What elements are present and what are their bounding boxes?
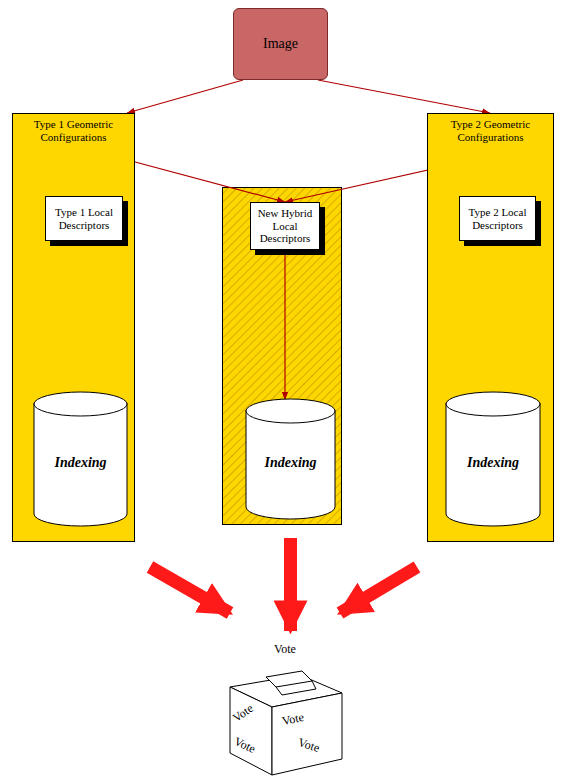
descriptor-box: Type 2 Local Descriptors [459, 196, 536, 241]
panel-title: Type 2 Geometric Configurations [428, 114, 553, 147]
node-label: Image [263, 36, 298, 52]
config-panel: Type 1 Geometric ConfigurationsType 1 Lo… [12, 113, 135, 542]
image-box: Image [233, 8, 328, 80]
cylinder-top [446, 392, 540, 416]
descriptor-box: Type 1 Local Descriptors [45, 196, 123, 241]
node-label: New Hybrid Local Descriptors [254, 207, 316, 245]
ballot-face [272, 693, 342, 775]
node-label: Vote [222, 643, 348, 657]
index-cylinder: Indexing [245, 398, 336, 520]
cylinder-body [34, 403, 127, 526]
ballot-slot [266, 671, 312, 687]
vote-arrow [340, 567, 417, 613]
config-panel: Type 2 Geometric ConfigurationsType 2 Lo… [427, 113, 554, 542]
cylinder-body [446, 403, 540, 526]
cylinder-top [34, 392, 127, 416]
vote-arrow [150, 567, 230, 613]
node-label: Type 2 Local Descriptors [463, 206, 532, 231]
flow-arrow [318, 80, 490, 113]
flow-arrow [127, 80, 243, 113]
ballot-box: VoteVoteVoteVoteVote [222, 643, 348, 778]
index-cylinder: Indexing [33, 391, 128, 527]
node-label: Indexing [264, 447, 316, 471]
ballot-slot-edge [276, 681, 316, 695]
node-label: Indexing [54, 447, 106, 471]
flow-arrow [284, 250, 285, 400]
index-cylinder: Indexing [445, 391, 541, 527]
panel-title: Type 1 Geometric Configurations [13, 114, 134, 147]
ballot-face [230, 687, 272, 775]
cylinder-body [246, 410, 335, 519]
hybrid-panel [223, 188, 342, 525]
vote-arrow [284, 538, 297, 631]
node-label: Type 1 Local Descriptors [49, 206, 119, 231]
descriptor-box: New Hybrid Local Descriptors [250, 202, 320, 250]
node-label: Indexing [467, 447, 519, 471]
cylinder-top [246, 399, 335, 423]
